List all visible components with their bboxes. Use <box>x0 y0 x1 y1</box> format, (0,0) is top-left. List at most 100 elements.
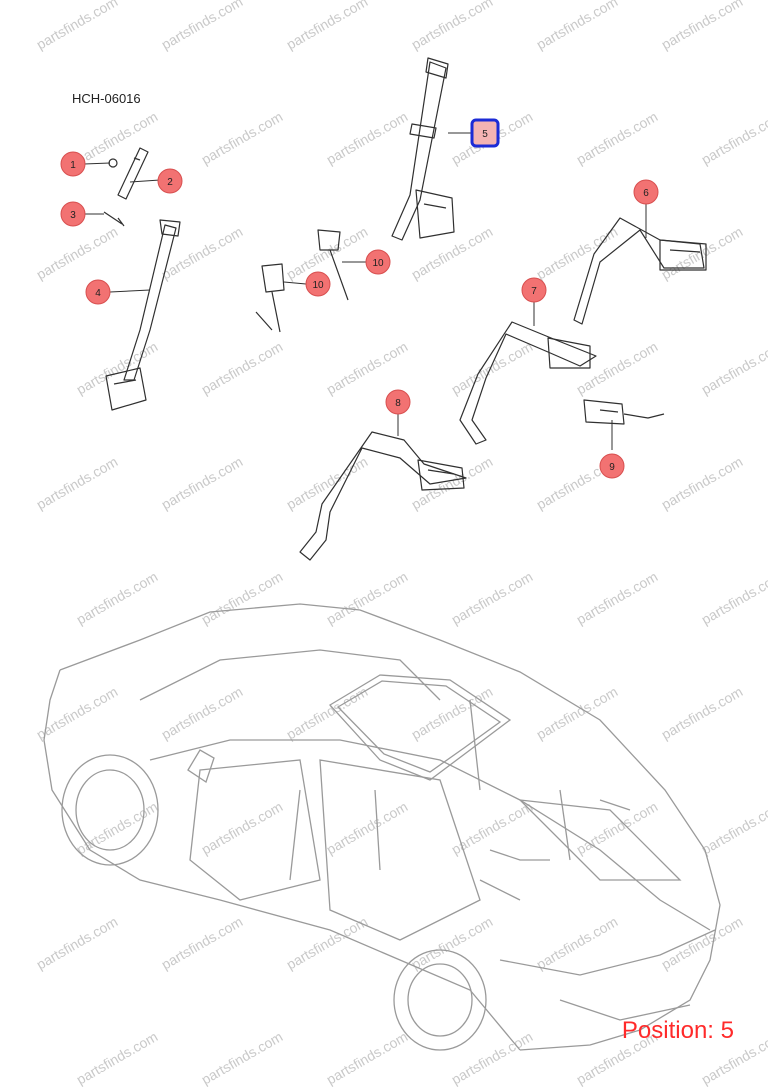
callout-9[interactable]: 9 <box>599 453 625 479</box>
callout-7-label: 7 <box>531 286 537 297</box>
car-rear-door <box>319 759 481 941</box>
car-lower-body <box>43 669 521 1051</box>
car-windshield <box>139 649 441 701</box>
diagram-code: HCH-06016 <box>72 91 141 106</box>
car-tail-lamp <box>499 929 716 976</box>
part-5-retractor <box>415 189 455 239</box>
watermark-text: partsfinds.com <box>159 0 246 53</box>
callout-8[interactable]: 8 <box>385 389 411 415</box>
car-bumper <box>559 999 691 1021</box>
callout-1-label: 1 <box>70 160 76 171</box>
watermark-text: partsfinds.com <box>324 1028 411 1087</box>
watermark-text: partsfinds.com <box>534 223 621 282</box>
watermark-text: partsfinds.com <box>284 0 371 53</box>
part-4-retractor <box>105 367 147 411</box>
watermark-text: partsfinds.com <box>409 683 496 742</box>
rear-wheel <box>393 949 487 1051</box>
callout-8-label: 8 <box>395 398 401 409</box>
part-9-buckle-pair <box>583 399 665 425</box>
watermark-text: partsfinds.com <box>534 0 621 53</box>
watermark-text: partsfinds.com <box>574 108 661 167</box>
part-5-guide <box>425 57 449 79</box>
part-5-belt <box>391 61 447 241</box>
watermark-text: partsfinds.com <box>34 0 121 53</box>
watermark-text: partsfinds.com <box>199 108 286 167</box>
watermark-text: partsfinds.com <box>534 683 621 742</box>
callout-3-label: 3 <box>70 210 76 221</box>
leader-10b <box>283 281 307 285</box>
part-8-retractor <box>417 459 465 491</box>
callout-2[interactable]: 2 <box>157 168 183 194</box>
car-sunroof <box>328 674 512 781</box>
installed-belt-front <box>289 699 571 881</box>
watermark-text: partsfinds.com <box>74 568 161 627</box>
watermark-text: partsfinds.com <box>534 913 621 972</box>
watermark-text: partsfinds.com <box>159 913 246 972</box>
watermark-text: partsfinds.com <box>199 798 286 857</box>
part-5-adjuster <box>409 123 437 139</box>
rear-wheel-rim <box>407 963 473 1037</box>
watermark-text: partsfinds.com <box>34 913 121 972</box>
leader-lines <box>83 132 647 450</box>
part-8-belt <box>299 431 467 561</box>
callout-9-label: 9 <box>609 462 615 473</box>
leader-1 <box>83 162 111 165</box>
part-7-retractor <box>547 337 591 369</box>
watermark-text: partsfinds.com <box>284 683 371 742</box>
watermark-text: partsfinds.com <box>699 568 768 627</box>
callout-1[interactable]: 1 <box>60 151 86 177</box>
callout-4[interactable]: 4 <box>85 279 111 305</box>
watermark-text: partsfinds.com <box>659 453 746 512</box>
part-3-bolt <box>103 211 125 227</box>
watermark-text: partsfinds.com <box>34 223 121 282</box>
callout-10b[interactable]: 10 <box>305 271 331 297</box>
front-wheel-rim <box>75 769 145 851</box>
car-belt-line <box>149 739 711 931</box>
watermark-text: partsfinds.com <box>284 453 371 512</box>
car-sunroof-inner <box>336 680 502 773</box>
watermark-text: partsfinds.com <box>74 108 161 167</box>
watermark-text: partsfinds.com <box>74 1028 161 1087</box>
watermark-text: partsfinds.com <box>449 798 536 857</box>
part-6-retractor <box>659 239 707 271</box>
watermark-text: partsfinds.com <box>199 1028 286 1087</box>
watermark-text: partsfinds.com <box>324 568 411 627</box>
watermark-text: partsfinds.com <box>449 1028 536 1087</box>
part-10-buckle-right <box>317 229 349 301</box>
callout-5-label: 5 <box>482 129 488 140</box>
watermark-text: partsfinds.com <box>199 338 286 397</box>
part-4-guide <box>159 219 181 237</box>
watermark-text: partsfinds.com <box>699 338 768 397</box>
part-7-belt <box>459 321 597 445</box>
car-mirror <box>187 749 215 784</box>
watermark-text: partsfinds.com <box>409 0 496 53</box>
installed-belt-rear <box>479 799 631 901</box>
vehicle-illustration <box>43 603 721 1051</box>
watermark-text: partsfinds.com <box>284 223 371 282</box>
part-2-anchor <box>117 147 149 200</box>
watermark-text: partsfinds.com <box>159 683 246 742</box>
car-front-door <box>189 759 321 901</box>
watermark-layer: partsfinds.com partsfinds.com partsfinds.c… <box>34 0 768 1087</box>
watermark-text: partsfinds.com <box>699 108 768 167</box>
callout-6[interactable]: 6 <box>633 179 659 205</box>
leader-2 <box>129 179 161 183</box>
front-wheel <box>61 754 159 866</box>
watermark-text: partsfinds.com <box>324 798 411 857</box>
callout-layer: 1 2 3 4 5 6 7 <box>60 118 659 479</box>
watermark-text: partsfinds.com <box>159 223 246 282</box>
callout-7[interactable]: 7 <box>521 277 547 303</box>
callout-10a-label: 10 <box>372 258 384 269</box>
callout-3[interactable]: 3 <box>60 201 86 227</box>
callout-10b-label: 10 <box>312 280 324 291</box>
watermark-text: partsfinds.com <box>324 108 411 167</box>
callout-5-selected[interactable]: 5 <box>470 118 500 148</box>
watermark-text: partsfinds.com <box>34 683 121 742</box>
callout-10a[interactable]: 10 <box>365 249 391 275</box>
car-rear-glass <box>518 799 682 881</box>
watermark-text: partsfinds.com <box>659 0 746 53</box>
car-roofline <box>59 603 721 1051</box>
watermark-text: partsfinds.com <box>409 913 496 972</box>
